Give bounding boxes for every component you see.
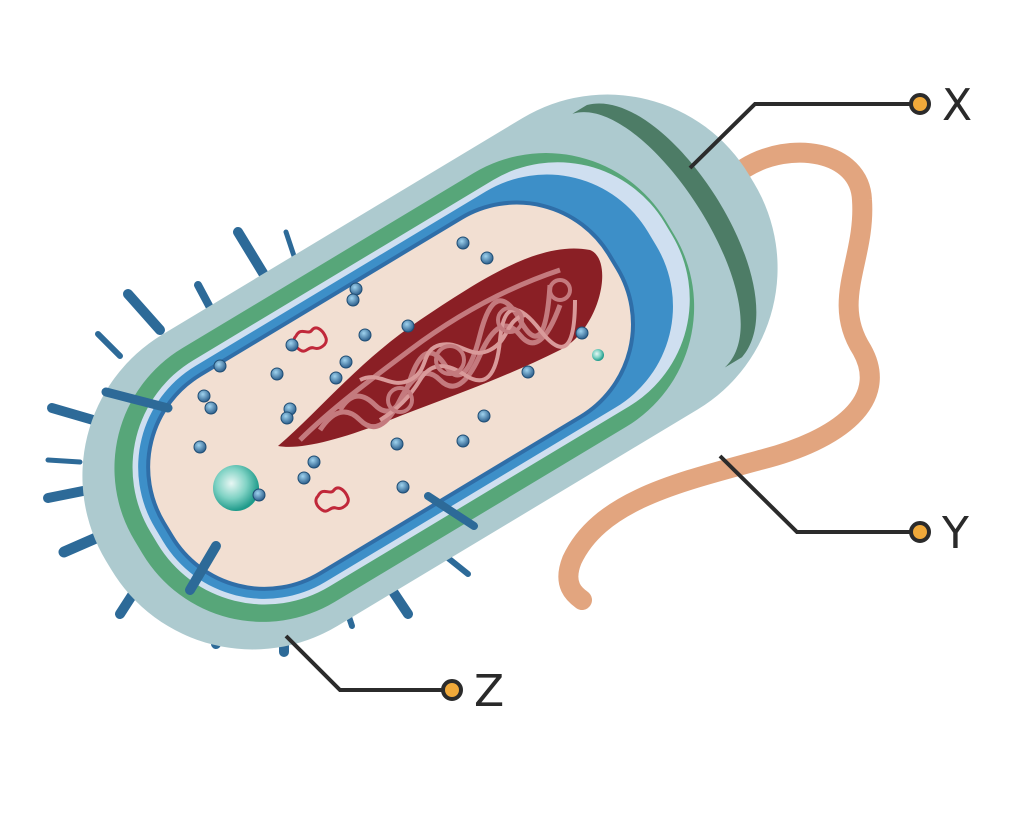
callout-z: Z (284, 634, 504, 717)
callout-y-dot (909, 521, 931, 543)
small-granule (592, 349, 604, 361)
callout-y: Y (718, 454, 969, 559)
callout-x-dot (909, 93, 931, 115)
plasmids (292, 326, 350, 513)
pili-front (101, 387, 478, 595)
nucleoid (278, 248, 603, 447)
callout-x: X (688, 80, 972, 170)
cell-wall-cutaway (572, 103, 757, 368)
ribosomes (193, 236, 589, 502)
label-y: Y (941, 508, 969, 559)
storage-granule (213, 465, 259, 511)
callout-y-leader (718, 454, 920, 534)
label-z: Z (474, 666, 504, 717)
callout-z-dot (441, 679, 463, 701)
label-x: X (942, 80, 972, 131)
callout-x-leader (688, 102, 920, 170)
callout-z-leader (284, 634, 452, 692)
flagellum (558, 142, 880, 610)
